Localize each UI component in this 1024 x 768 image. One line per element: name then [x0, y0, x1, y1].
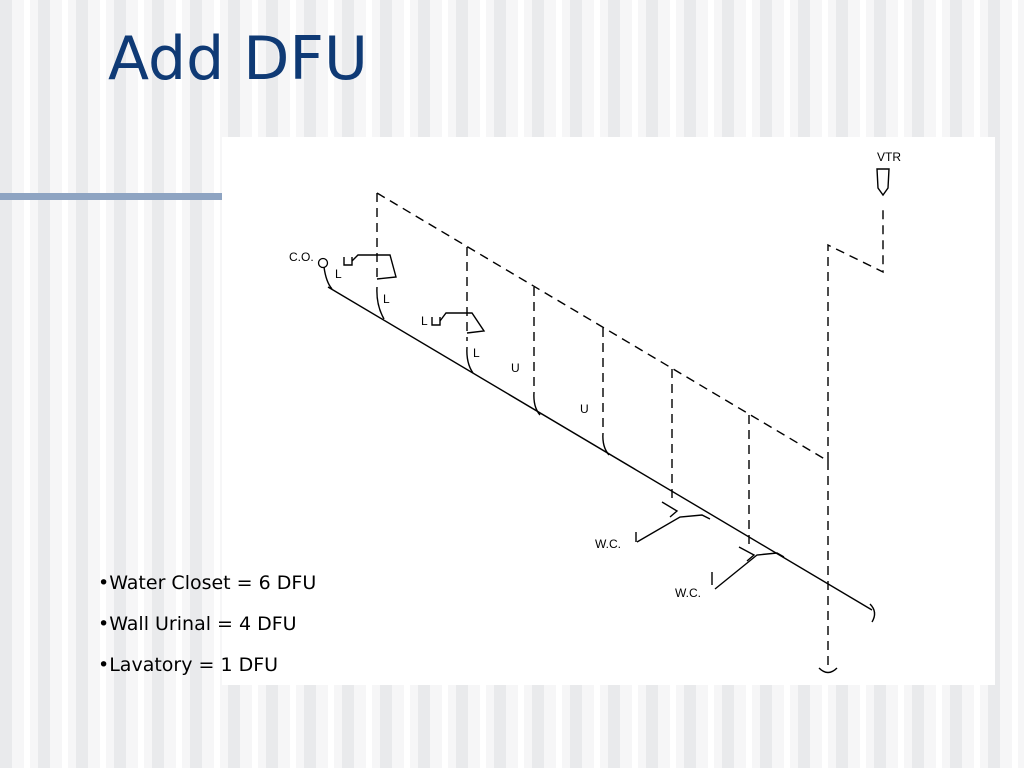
- drain-end-fitting: [869, 603, 876, 623]
- water-closet-label-1: W.C.: [595, 537, 621, 551]
- fixture-drop-1: [376, 286, 385, 320]
- fixture-drop-3: [533, 391, 541, 416]
- plumbing-isometric-diagram: VTR C.O. L L L L U U W.C. W.C.: [222, 137, 995, 685]
- lavatory-branch-1: [351, 254, 397, 280]
- wc-fitting-2: [738, 546, 756, 562]
- fixture-drop-4: [602, 432, 610, 456]
- lavatory-branch-2: [439, 312, 486, 334]
- lavatory-trap-2: [431, 317, 441, 326]
- cleanout-pipe: [323, 266, 333, 290]
- lavatory-trap-1: [343, 257, 353, 266]
- lavatory-label-3: L: [421, 314, 428, 328]
- slide-title: Add DFU: [108, 24, 368, 94]
- accent-line: [0, 193, 222, 200]
- bullet-lavatory: Lavatory = 1 DFU: [98, 651, 316, 692]
- vtr-symbol: [876, 168, 890, 197]
- urinal-label-2: U: [580, 402, 589, 416]
- lavatory-label-1: L: [335, 267, 342, 281]
- wc-branch-1: [636, 514, 711, 543]
- building-drain: [327, 286, 873, 611]
- lavatory-label-2: L: [383, 292, 390, 306]
- wc-branch-2: [714, 552, 785, 590]
- bullet-water-closet: Water Closet = 6 DFU: [98, 569, 316, 610]
- bullet-wall-urinal: Wall Urinal = 4 DFU: [98, 610, 316, 651]
- lavatory-label-4: L: [473, 346, 480, 360]
- vent-header: [376, 192, 829, 462]
- stack-base-fitting: [818, 667, 838, 674]
- water-closet-label-2: W.C.: [675, 586, 701, 600]
- vent-stack: [827, 207, 884, 461]
- dfu-bullet-list: Water Closet = 6 DFU Wall Urinal = 4 DFU…: [98, 569, 316, 692]
- vtr-label: VTR: [877, 150, 901, 164]
- cleanout-symbol: [317, 257, 329, 269]
- cleanout-label: C.O.: [289, 250, 314, 264]
- wc-fitting-1: [661, 501, 679, 518]
- fixture-drop-2: [466, 346, 474, 374]
- urinal-label-1: U: [511, 361, 520, 375]
